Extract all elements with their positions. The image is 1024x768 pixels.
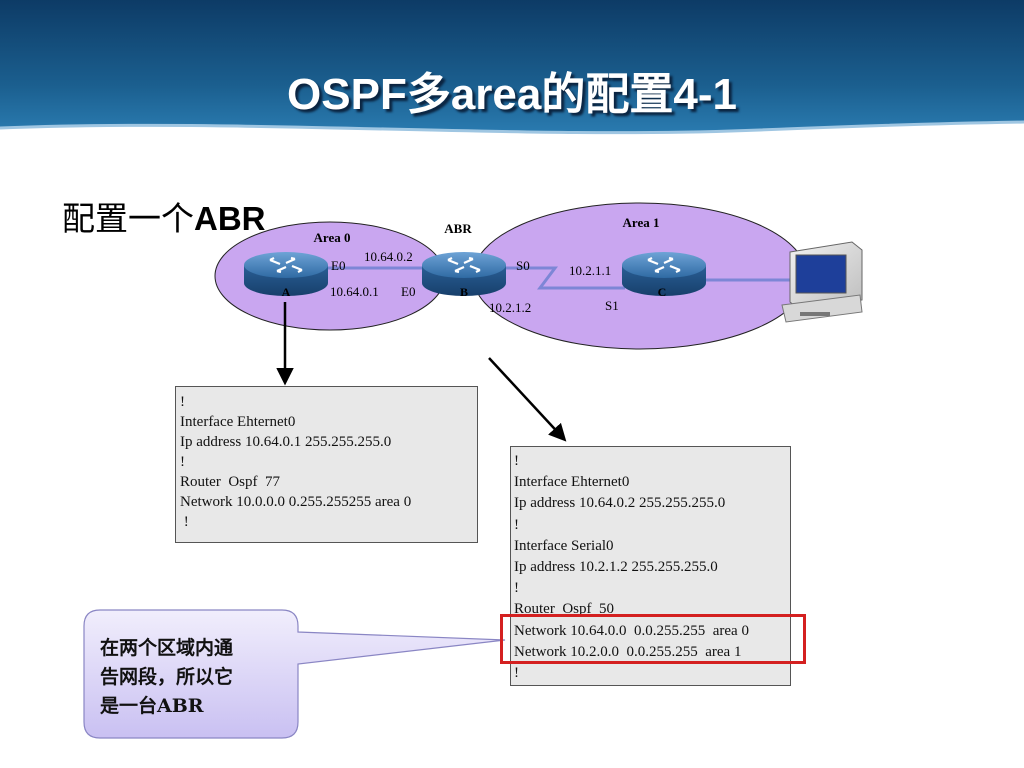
config-b-line: ! <box>514 516 519 533</box>
banner-wave <box>0 120 1024 190</box>
router-c-serial-ip: 10.2.1.1 <box>569 263 611 278</box>
router-a-icon <box>244 252 328 296</box>
router-b-label: B <box>460 285 468 299</box>
callout-line: 是一台ABR <box>100 695 204 717</box>
router-a-e0-label: E0 <box>331 258 345 273</box>
area-0-label: Area 0 <box>314 230 351 245</box>
callout-line: 在两个区域内通 <box>100 637 234 659</box>
config-b-line: Ip address 10.2.1.2 255.255.255.0 <box>514 559 718 576</box>
abr-label: ABR <box>444 221 472 236</box>
subtitle-prefix: 配置一个 <box>62 199 194 238</box>
config-a-line: Router Ospf 77 <box>180 474 280 490</box>
router-b-e0-label: E0 <box>401 284 415 299</box>
area-1-label: Area 1 <box>623 215 660 230</box>
slide-subtitle: 配置一个ABR <box>62 192 266 240</box>
router-b-icon <box>422 252 506 296</box>
callout-text: 在两个区域内通 告网段，所以它 是一台ABR <box>100 634 290 721</box>
pc-icon <box>781 241 863 323</box>
serial-link-bc <box>500 266 625 290</box>
config-a-line: Interface Ehternet0 <box>180 414 296 430</box>
callout-line: 告网段，所以它 <box>100 666 234 688</box>
config-b-line: Interface Serial0 <box>514 537 614 554</box>
callout-bubble <box>83 609 506 739</box>
router-c-icon <box>622 252 706 296</box>
link-ab-top-ip: 10.64.0.2 <box>364 249 413 264</box>
router-b-serial-ip: 10.2.1.2 <box>489 300 531 315</box>
config-a-line: ! <box>180 394 185 410</box>
router-a-ip-label: 10.64.0.1 <box>330 284 379 299</box>
config-b-line: ! <box>514 665 519 682</box>
config-a-line: ! <box>180 454 185 470</box>
config-b-line: ! <box>514 453 519 469</box>
subtitle-abr: ABR <box>194 200 266 237</box>
config-a-line: ! <box>180 514 189 530</box>
router-a-config: ! Interface Ehternet0 Ip address 10.64.0… <box>175 386 478 543</box>
router-c-label: C <box>658 285 667 299</box>
config-b-line: Interface Ehternet0 <box>514 474 630 491</box>
config-b-line: Ip address 10.64.0.2 255.255.255.0 <box>514 495 726 512</box>
slide-title: OSPF多area的配置4-1 <box>287 70 737 119</box>
config-b-line: Network 10.64.0.0 0.0.255.255 area 0 <box>514 622 749 639</box>
router-a-label: A <box>282 285 291 299</box>
network-lines-highlight <box>500 614 806 664</box>
config-a-line: Ip address 10.64.0.1 255.255.255.0 <box>180 434 392 450</box>
config-a-line: Network 10.0.0.0 0.255.255255 area 0 <box>180 494 412 510</box>
config-b-line: Network 10.2.0.0 0.0.255.255 area 1 <box>514 643 742 660</box>
title-banner <box>0 0 1024 190</box>
arrow-to-config-b <box>488 357 567 442</box>
config-b-line: Router Ospf 50 <box>514 601 614 618</box>
router-b-config: ! Interface Ehternet0 Ip address 10.64.0… <box>510 446 791 686</box>
router-c-s1-label: S1 <box>605 298 619 313</box>
config-b-line: ! <box>514 580 519 597</box>
router-b-s0-label: S0 <box>516 258 530 273</box>
